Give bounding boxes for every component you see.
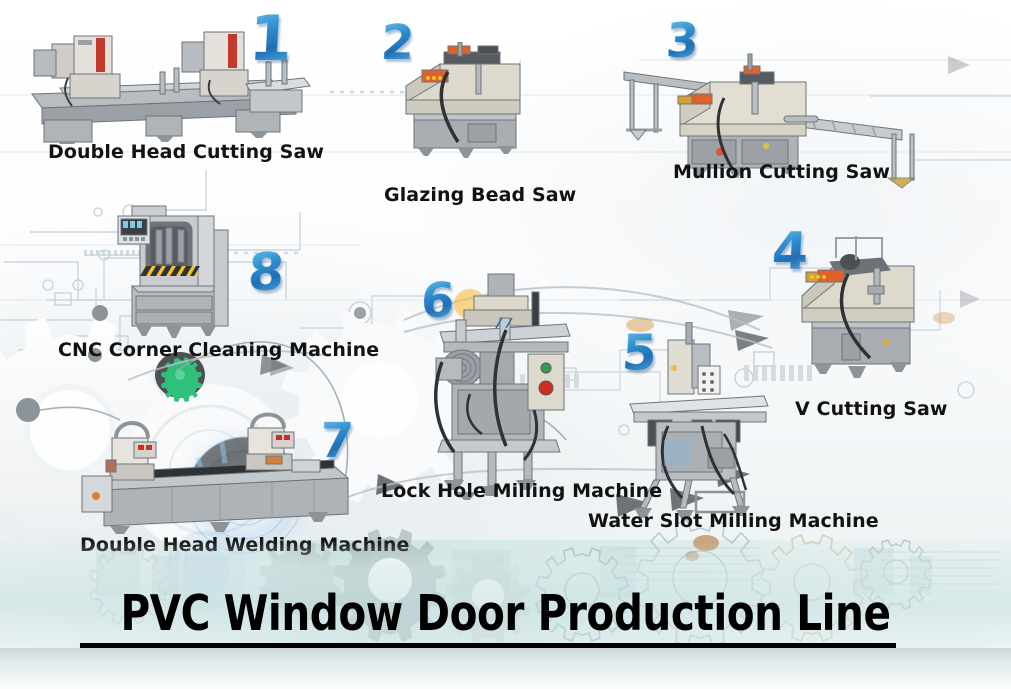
machine-number-1: 1 [247, 2, 293, 75]
machine-number-3: 3 [664, 14, 699, 69]
machine-number-6: 6 [419, 273, 454, 329]
machine-label-mullion-cutting-saw: Mullion Cutting Saw [673, 161, 891, 183]
machine-image-double-head-cutting-saw [14, 24, 314, 144]
title-band [0, 540, 1011, 650]
machine-label-glazing-bead-saw: Glazing Bead Saw [384, 184, 577, 206]
page-title: PVC Window Door Production Line [120, 585, 891, 642]
machine-image-glazing-bead-saw [392, 42, 532, 164]
machine-label-double-head-cutting-saw: Double Head Cutting Saw [48, 141, 325, 163]
machine-number-5: 5 [620, 324, 657, 382]
machine-number-8: 8 [246, 243, 284, 303]
title-underline [80, 643, 896, 648]
machine-image-v-cutting-saw [786, 234, 936, 394]
machine-label-cnc-corner-cleaning-machine: CNC Corner Cleaning Machine [58, 339, 380, 361]
machine-image-lock-hole-milling-machine [406, 270, 596, 500]
machine-number-4: 4 [770, 222, 808, 282]
machine-number-7: 7 [318, 413, 353, 469]
machine-image-water-slot-milling-machine [612, 322, 782, 522]
machine-label-water-slot-milling-machine: Water Slot Milling Machine [588, 510, 879, 532]
bottom-sheen [0, 648, 1011, 689]
machine-label-lock-hole-milling-machine: Lock Hole Milling Machine [381, 480, 663, 502]
machine-image-mullion-cutting-saw [616, 50, 946, 190]
machine-image-cnc-corner-cleaning-machine [100, 200, 240, 345]
machine-number-2: 2 [379, 15, 414, 71]
machine-image-double-head-welding-machine [76, 410, 366, 535]
machine-label-v-cutting-saw: V Cutting Saw [795, 398, 948, 420]
